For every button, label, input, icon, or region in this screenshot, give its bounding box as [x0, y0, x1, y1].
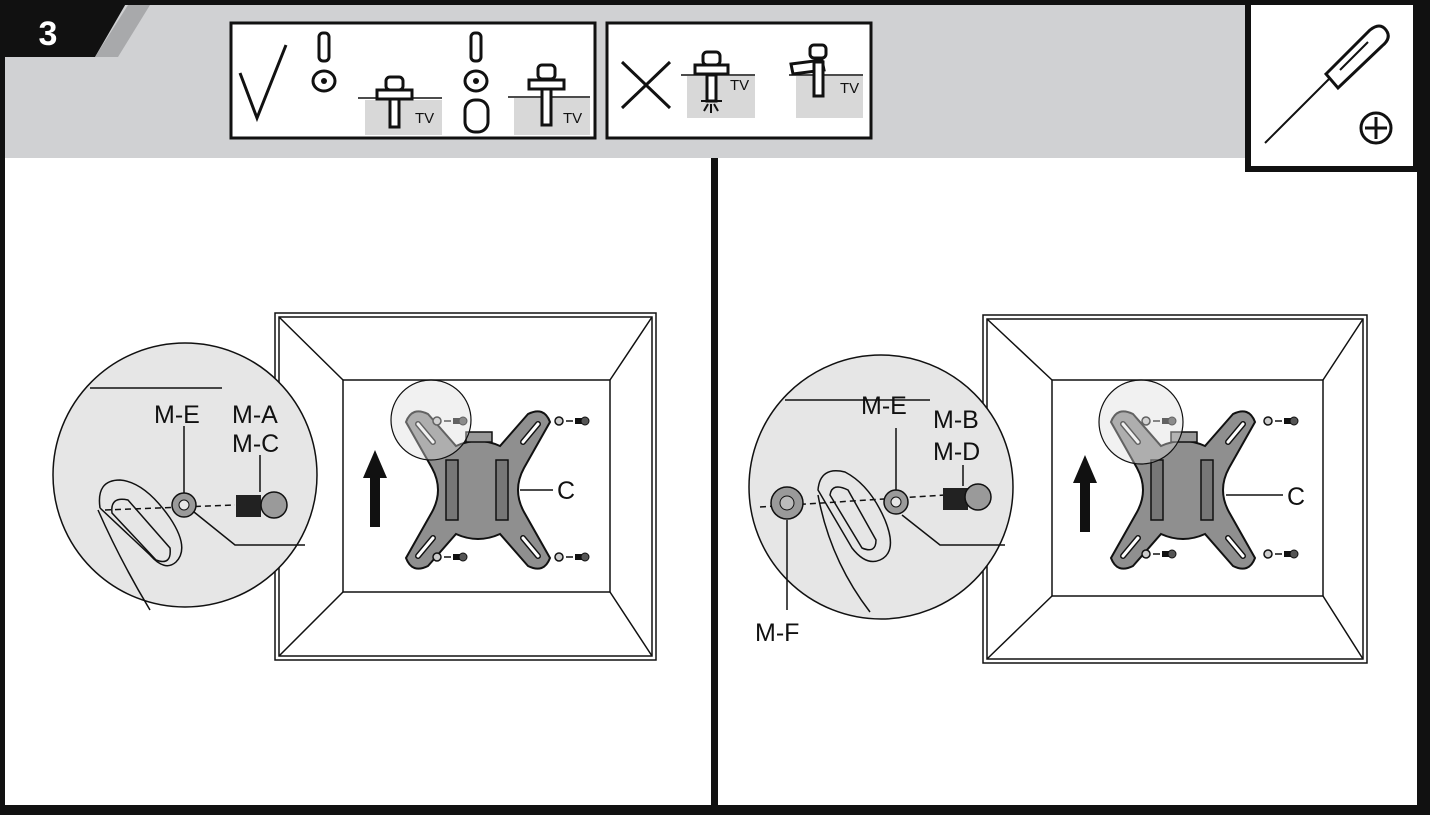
incorrect-usage-box: TV TV — [605, 21, 873, 140]
zoom-detail-circle — [748, 354, 1014, 620]
screw-in-tv-icon: TV — [358, 75, 442, 135]
cross-mark-icon — [620, 60, 672, 110]
zoom-detail-circle — [52, 342, 318, 611]
step-tab — [0, 0, 128, 57]
plate-label: C — [1287, 483, 1305, 511]
washer-label: M-E — [154, 401, 200, 429]
tv-label: TV — [415, 110, 434, 127]
screw-label-1: M-B — [933, 406, 979, 434]
spacer-label: M-F — [755, 619, 799, 647]
washer-label: M-E — [861, 392, 907, 420]
check-mark-icon — [238, 44, 288, 123]
screw-label-2: M-D — [933, 438, 980, 466]
screw-label-2: M-C — [232, 430, 279, 458]
phillips-plus-icon — [1359, 111, 1393, 145]
phillips-screwdriver-icon — [1264, 24, 1390, 144]
screw-too-short-icon: TV — [789, 43, 863, 118]
screw-washer-icon — [311, 31, 337, 93]
tv-label: TV — [730, 77, 749, 94]
correct-usage-box: TV TV — [229, 21, 597, 140]
right-panel: C M-E M-B M-D M-F — [748, 314, 1368, 664]
tool-box — [1245, 0, 1418, 172]
step-number: 3 — [39, 15, 58, 53]
plate-label: C — [557, 477, 575, 505]
screw-label-1: M-A — [232, 401, 278, 429]
screw-spacer-in-tv-icon: TV — [508, 63, 590, 135]
screw-too-long-icon: TV — [681, 50, 755, 118]
left-panel: C M-E M-A M-C — [52, 312, 657, 661]
tv-label: TV — [840, 80, 859, 97]
tv-label: TV — [563, 110, 582, 127]
screw-washer-spacer-icon — [463, 31, 490, 134]
panel-divider — [711, 158, 718, 808]
